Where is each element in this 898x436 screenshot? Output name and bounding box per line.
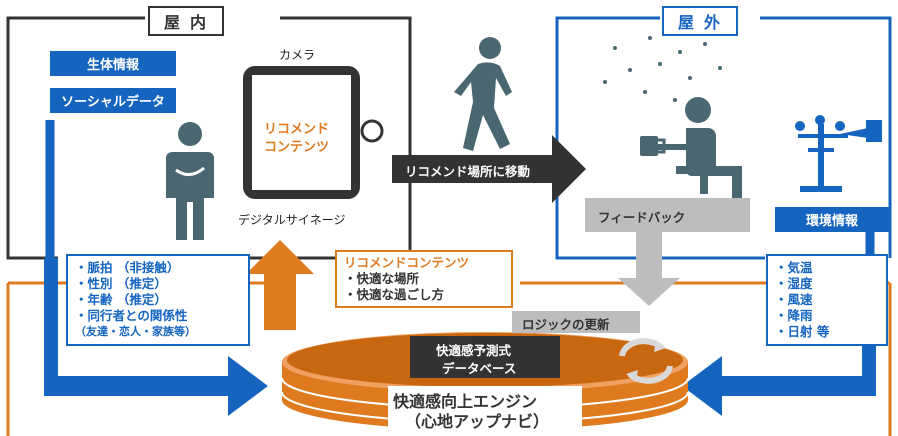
indoor-title: 屋内 bbox=[148, 6, 225, 36]
gray-arrows bbox=[585, 198, 750, 306]
camera-label: カメラ bbox=[279, 48, 316, 62]
list-item: 降雨 bbox=[775, 308, 879, 324]
list-item: 湿度 bbox=[775, 276, 879, 292]
seated-person-icon bbox=[640, 97, 742, 200]
up-arrow bbox=[246, 240, 314, 330]
list-item: 快適な過ごし方 bbox=[344, 287, 504, 303]
env-info-tag: 環境情報 bbox=[775, 207, 889, 232]
biometric-tag: 生体情報 bbox=[50, 51, 176, 76]
refresh-icon bbox=[619, 338, 673, 384]
engine-subtitle: （心地アップナビ） bbox=[405, 412, 550, 431]
database-box bbox=[410, 336, 560, 378]
feedback-label: フィードバック bbox=[598, 210, 686, 225]
blue-connectors bbox=[45, 120, 875, 258]
weather-station-icon bbox=[795, 115, 882, 192]
db-label-line-1: 快適感予測式 bbox=[436, 343, 512, 358]
digital-signage-icon bbox=[243, 66, 384, 199]
db-label-line-2: データベース bbox=[442, 361, 517, 376]
logic-update-label: ロジックの更新 bbox=[522, 317, 610, 332]
recommend-content-box: リコメンドコンテンツ 快適な場所 快適な過ごし方 bbox=[335, 250, 513, 308]
engine-title: 快適感向上エンジン bbox=[393, 392, 538, 411]
indoor-frame bbox=[6, 16, 412, 260]
person-icon bbox=[166, 122, 214, 240]
social-data-tag: ソーシャルデータ bbox=[50, 88, 176, 113]
list-item: 日射 等 bbox=[775, 324, 879, 340]
move-arrow[interactable] bbox=[392, 135, 586, 203]
list-item: 性別 （推定） bbox=[75, 276, 241, 292]
list-item: 同行者との関係性 bbox=[75, 308, 241, 324]
list-item: 風速 bbox=[775, 292, 879, 308]
biometric-list: 脈拍 （非接触） 性別 （推定） 年齢 （推定） 同行者との関係性 （友達・恋人… bbox=[66, 254, 250, 346]
outdoor-title: 屋外 bbox=[662, 6, 739, 36]
blue-arrow-right bbox=[682, 258, 876, 416]
list-item: 脈拍 （非接触） bbox=[75, 260, 241, 276]
list-item: 気温 bbox=[775, 260, 879, 276]
walking-person-icon bbox=[454, 37, 512, 151]
signage-screen-line-2: コンテンツ bbox=[264, 140, 330, 155]
list-item-sub: （友達・恋人・家族等） bbox=[75, 325, 196, 338]
list-item: 快適な場所 bbox=[344, 271, 504, 287]
environment-list: 気温 湿度 風速 降雨 日射 等 bbox=[766, 254, 888, 346]
recommend-content-title: リコメンドコンテンツ bbox=[344, 255, 470, 270]
signage-label: デジタルサイネージ bbox=[238, 213, 346, 227]
list-item: 年齢 （推定） bbox=[75, 292, 241, 308]
weather-dots bbox=[603, 36, 722, 102]
signage-screen-line-1: リコメンド bbox=[264, 122, 330, 137]
logic-update-bar bbox=[512, 311, 640, 333]
blue-arrow-left bbox=[44, 258, 268, 416]
move-arrow-label: リコメンド場所に移動 bbox=[405, 164, 531, 179]
